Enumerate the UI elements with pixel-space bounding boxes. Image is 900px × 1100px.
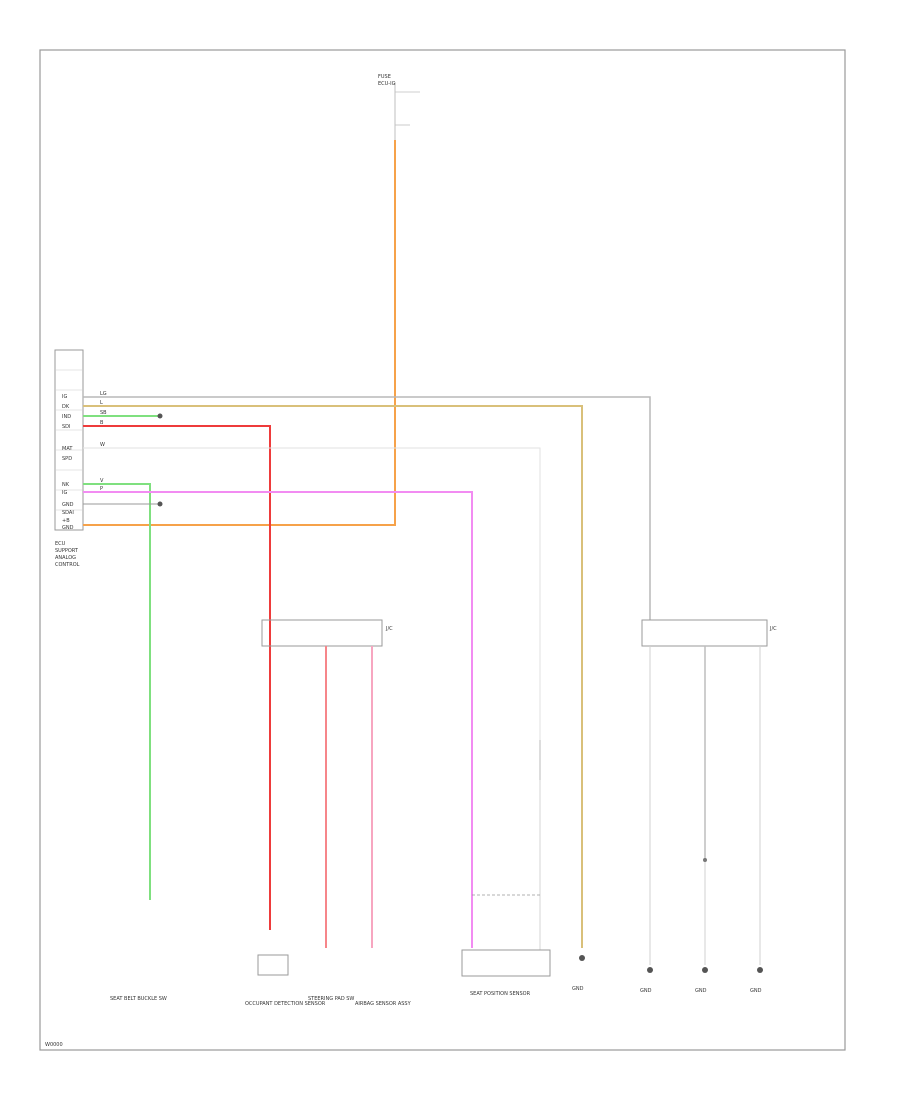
wire-red bbox=[83, 425, 271, 930]
wire-pink bbox=[83, 491, 473, 948]
wire-light-gray bbox=[83, 447, 541, 780]
junction-connector-right: J/C bbox=[641, 619, 777, 647]
wire-code-5: V bbox=[100, 478, 104, 484]
jc-right-label: J/C bbox=[769, 626, 777, 632]
ecu-connector-block: ECU SUPPORT ANALOG CONTROL bbox=[54, 349, 84, 568]
fuse-label: FUSE bbox=[378, 74, 391, 80]
pin-label-10: +B bbox=[62, 518, 70, 524]
pin-label-0: IG bbox=[62, 394, 67, 400]
wire-code-6: P bbox=[100, 486, 103, 492]
connector-markers bbox=[157, 413, 163, 507]
wire-code-4: W bbox=[100, 442, 105, 448]
label-occupant: OCCUPANT DETECTION SENSOR bbox=[245, 1001, 326, 1007]
pin-label-1: DK bbox=[62, 404, 70, 410]
wire-code-3: B bbox=[100, 420, 104, 426]
wire-orange bbox=[83, 140, 396, 526]
ecu-label-1: ECU bbox=[55, 541, 66, 547]
pin-label-7: IG bbox=[62, 490, 67, 496]
label-seat-position: SEAT POSITION SENSOR bbox=[470, 991, 531, 997]
wire-code-0: LG bbox=[100, 391, 107, 397]
footer-code: W0000 bbox=[45, 1042, 63, 1048]
wire-gray-top bbox=[83, 396, 651, 620]
label-gnd-1: GND bbox=[572, 986, 584, 992]
pin-label-5: SPD bbox=[62, 456, 72, 462]
wire-tan bbox=[83, 405, 583, 948]
wire-code-2: SB bbox=[100, 410, 107, 416]
pin-label-2: IND bbox=[62, 414, 71, 420]
diagram-frame bbox=[39, 49, 846, 1051]
wire-code-labels: LG L SB B W V P bbox=[100, 391, 107, 492]
pin-label-11: GND bbox=[62, 525, 74, 531]
wire-code-1: L bbox=[100, 400, 103, 406]
pin-label-3: SDI bbox=[62, 424, 71, 430]
jc-left-label: J/C bbox=[385, 626, 393, 632]
pin-label-6: NK bbox=[62, 482, 70, 488]
junction-connector-left: J/C bbox=[261, 619, 393, 647]
label-airbag: AIRBAG SENSOR ASSY bbox=[355, 1001, 412, 1007]
label-gnd-3: GND bbox=[695, 988, 707, 994]
ecu-label-2: SUPPORT bbox=[55, 548, 79, 554]
label-gnd-2: GND bbox=[640, 988, 652, 994]
pin-label-9: SDAI bbox=[62, 510, 74, 516]
pin-label-4: MAT bbox=[62, 446, 73, 452]
label-steering: STEERING PAD SW bbox=[308, 996, 354, 1002]
label-gnd-4: GND bbox=[750, 988, 762, 994]
pin-labels: IG DK IND SDI MAT SPD NK IG GND SDAI +B … bbox=[62, 394, 74, 531]
label-seat-belt: SEAT BELT BUCKLE SW bbox=[110, 996, 167, 1002]
fuse-block-top: FUSE ECU-IG bbox=[378, 74, 420, 140]
pin-label-8: GND bbox=[62, 502, 74, 508]
ecu-label-4: CONTROL bbox=[55, 562, 80, 568]
wire-green-long bbox=[83, 483, 151, 900]
fuse-sub-label: ECU-IG bbox=[378, 81, 396, 87]
ecu-label-3: ANALOG bbox=[55, 555, 76, 561]
bottom-connectors bbox=[257, 858, 763, 977]
